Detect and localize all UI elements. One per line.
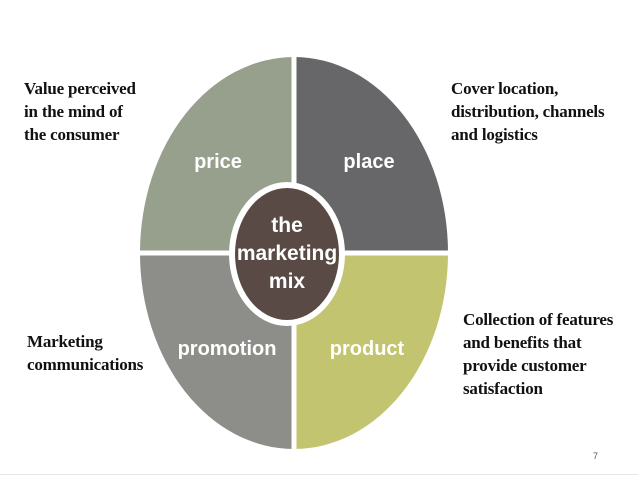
- note-place-line: and logistics: [451, 125, 538, 144]
- center-label-line-3: mix: [269, 270, 306, 293]
- note-price: Value perceived in the mind of the consu…: [24, 77, 136, 146]
- note-product-line: Collection of features: [463, 310, 614, 329]
- note-place-line: Cover location,: [451, 79, 559, 98]
- bottom-divider: [0, 474, 638, 475]
- center-label-line-1: the: [271, 214, 303, 237]
- quadrant-label-product: product: [330, 338, 405, 360]
- note-promotion: Marketing communications: [27, 330, 143, 376]
- quadrant-label-promotion: promotion: [178, 338, 277, 360]
- note-product: Collection of features and benefits that…: [463, 308, 613, 400]
- quadrant-label-place: place: [343, 151, 394, 173]
- center-label-line-2: marketing: [237, 242, 337, 265]
- note-promotion-line: Marketing: [27, 332, 103, 351]
- page-number: 7: [593, 451, 599, 461]
- note-product-line: satisfaction: [463, 379, 543, 398]
- note-price-line: the consumer: [24, 125, 120, 144]
- note-place-line: distribution, channels: [451, 102, 605, 121]
- center-circle: [235, 188, 339, 320]
- note-price-line: Value perceived: [24, 79, 136, 98]
- quadrant-label-price: price: [194, 151, 242, 173]
- note-product-line: and benefits that: [463, 333, 582, 352]
- quadrant-place: [294, 57, 448, 253]
- note-product-line: provide customer: [463, 356, 587, 375]
- note-price-line: in the mind of: [24, 102, 123, 121]
- note-place: Cover location, distribution, channels a…: [451, 77, 605, 146]
- quadrant-product: [294, 253, 448, 449]
- note-promotion-line: communications: [27, 355, 144, 374]
